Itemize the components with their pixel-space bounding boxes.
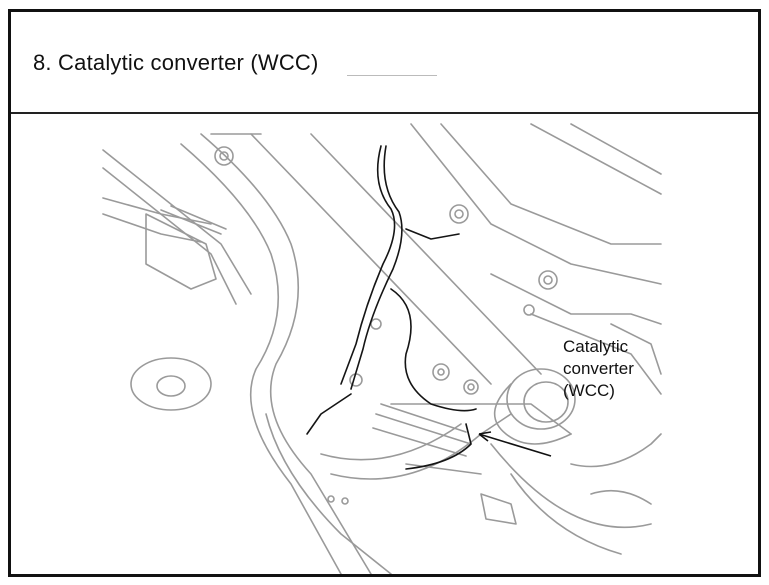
figure-header: 8. Catalytic converter (WCC) (11, 12, 758, 114)
engine-bay-illustration (102, 123, 662, 574)
figure-frame: 8. Catalytic converter (WCC) (8, 9, 761, 577)
joint-boot (506, 368, 576, 430)
callout-line-3: (WCC) (563, 381, 615, 400)
figure-title: 8. Catalytic converter (WCC) (33, 50, 319, 75)
leader-line (478, 431, 552, 457)
clamp-block (145, 213, 217, 290)
wiring-harness (306, 145, 477, 470)
callout-line-2: converter (563, 359, 634, 378)
title-underline (347, 75, 437, 76)
round-plug (130, 357, 212, 411)
callout-line-1: Catalytic (563, 337, 629, 356)
converter-callout: Catalytic converter (WCC) (563, 336, 634, 402)
